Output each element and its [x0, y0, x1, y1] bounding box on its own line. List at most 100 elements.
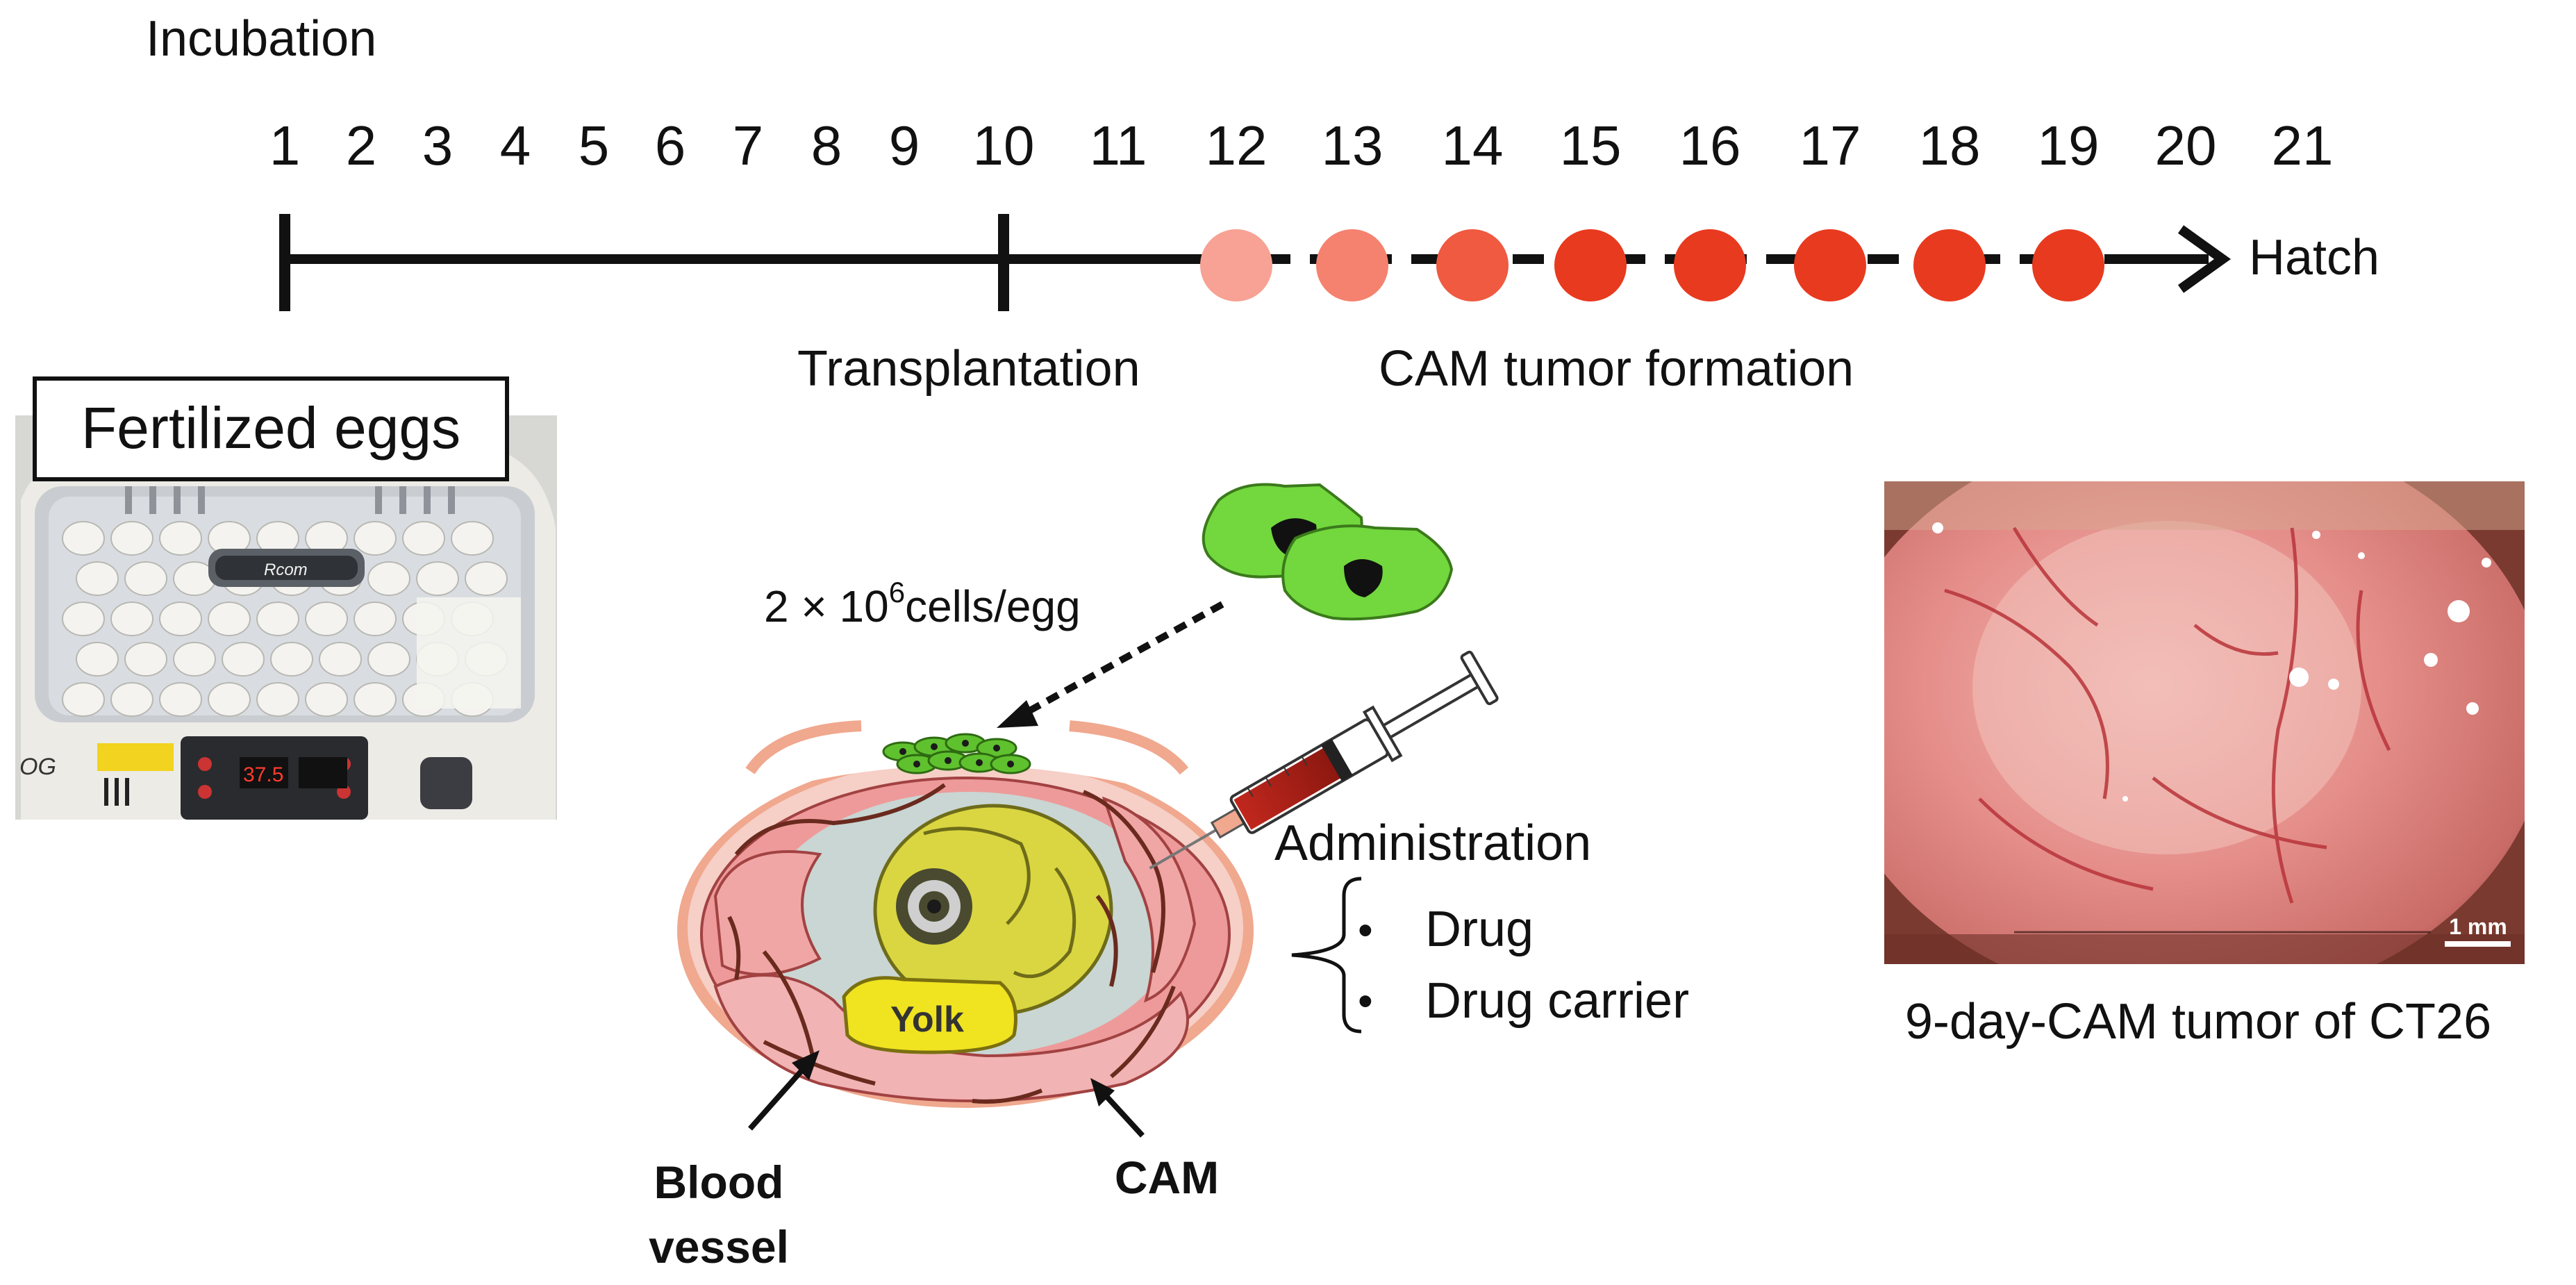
- day-label-8: 8: [811, 115, 842, 176]
- tumor-dot-day-14: [1436, 229, 1509, 301]
- cells-prefix: 2 × 10: [764, 581, 889, 631]
- egg: [208, 682, 251, 717]
- day-label-16: 16: [1679, 115, 1741, 176]
- egg: [270, 642, 313, 677]
- day-label-1: 1: [269, 115, 301, 176]
- incubation-title: Incubation: [146, 11, 376, 67]
- egg: [367, 642, 410, 677]
- tumor-dot-day-13: [1316, 229, 1388, 301]
- egg: [110, 602, 153, 636]
- fertilized-eggs-label: Fertilized eggs: [81, 395, 460, 461]
- day-label-7: 7: [733, 115, 764, 176]
- egg: [222, 642, 265, 677]
- administration-item-drug-carrier: Drug carrier: [1425, 973, 1689, 1029]
- egg: [76, 642, 119, 677]
- cells-exponent: 6: [889, 576, 905, 608]
- day-label-20: 20: [2155, 115, 2217, 176]
- tumor-photo: 1 mm 9-day-CAM tumor of CT26: [1884, 481, 2525, 1050]
- day-label-2: 2: [346, 115, 377, 176]
- day-label-11: 11: [1089, 115, 1147, 176]
- day-label-10: 10: [973, 115, 1035, 176]
- egg: [256, 682, 299, 717]
- day-label-5: 5: [579, 115, 610, 176]
- syringe-icon: [1149, 650, 1499, 870]
- day-label-13: 13: [1322, 115, 1383, 176]
- blood-vessel-arrow: [748, 1064, 808, 1131]
- egg: [159, 521, 202, 556]
- egg: [76, 561, 119, 596]
- day-label-15: 15: [1560, 115, 1622, 176]
- timeline-arrowhead: [2177, 225, 2232, 293]
- egg: [354, 682, 397, 717]
- scale-bar-label: 1 mm: [2449, 914, 2507, 939]
- administration-item-drug: Drug: [1425, 902, 1534, 957]
- transplantation-label: Transplantation: [797, 341, 1140, 397]
- administration-brace: [1291, 877, 1362, 1034]
- blood-vessel-label-line1: Blood: [654, 1156, 784, 1208]
- egg: [305, 602, 348, 636]
- egg: [62, 682, 105, 717]
- tumor-dots: [1200, 229, 2104, 301]
- egg: [416, 561, 459, 596]
- day-label-3: 3: [422, 115, 454, 176]
- cam-tumor-formation-label: CAM tumor formation: [1379, 341, 1854, 397]
- egg: [124, 642, 167, 677]
- egg: [256, 602, 299, 636]
- cells-per-egg-label: 2 × 106cells/egg: [764, 576, 1081, 631]
- administration-bullet-1: •: [1358, 906, 1373, 954]
- day-label-4: 4: [500, 115, 531, 176]
- egg: [62, 521, 105, 556]
- administration-block: Administration • Drug • Drug carrier: [1274, 815, 1689, 1034]
- tumor-dot-day-16: [1674, 229, 1746, 301]
- day-label-18: 18: [1919, 115, 1981, 176]
- egg: [110, 682, 153, 717]
- day-label-12: 12: [1206, 115, 1268, 176]
- egg: [110, 521, 153, 556]
- incubator-side-text: OG: [19, 754, 56, 780]
- cell-transfer-arrow: [1019, 601, 1224, 719]
- egg: [354, 602, 397, 636]
- egg: [402, 521, 445, 556]
- egg: [354, 521, 397, 556]
- egg: [305, 682, 348, 717]
- cancer-cells-icon: [1202, 483, 1454, 621]
- yolk-label: Yolk: [890, 1000, 964, 1040]
- egg: [159, 602, 202, 636]
- blood-vessel-label-line2: vessel: [649, 1221, 789, 1272]
- fertilized-eggs-label-box: [33, 376, 509, 481]
- cam-arrow: [1102, 1092, 1145, 1138]
- egg-cross-section: Yolk: [677, 720, 1254, 1108]
- egg: [159, 682, 202, 717]
- day-label-21: 21: [2272, 115, 2334, 176]
- incubator-photo: Rcom 37.5 OG: [15, 415, 557, 820]
- cells-suffix: cells/egg: [905, 581, 1081, 631]
- eggs-panel: Rcom 37.5 OG Fertilized eggs: [15, 376, 557, 820]
- day-label-17: 17: [1800, 115, 1861, 176]
- egg: [451, 521, 494, 556]
- day-label-9: 9: [889, 115, 920, 176]
- cell-transfer-arrowhead: [997, 700, 1038, 728]
- blood-vessel-arrowhead: [792, 1050, 820, 1080]
- administration-bullet-2: •: [1358, 977, 1373, 1025]
- incubator-brand: Rcom: [264, 561, 308, 579]
- egg: [319, 642, 362, 677]
- cam-arrowhead: [1090, 1078, 1115, 1106]
- hatch-label: Hatch: [2249, 230, 2379, 285]
- tumor-dot-day-15: [1554, 229, 1627, 301]
- egg: [173, 642, 216, 677]
- egg: [124, 561, 167, 596]
- incubator-display: 37.5: [243, 763, 283, 786]
- egg: [465, 561, 508, 596]
- tumor-dot-day-12: [1200, 229, 1272, 301]
- egg: [208, 602, 251, 636]
- day-label-6: 6: [655, 115, 686, 176]
- tumor-dot-day-19: [2032, 229, 2104, 301]
- egg: [367, 561, 410, 596]
- cam-label: CAM: [1115, 1152, 1219, 1203]
- egg: [62, 602, 105, 636]
- tumor-photo-caption: 9-day-CAM tumor of CT26: [1905, 994, 2491, 1050]
- day-label-14: 14: [1442, 115, 1504, 176]
